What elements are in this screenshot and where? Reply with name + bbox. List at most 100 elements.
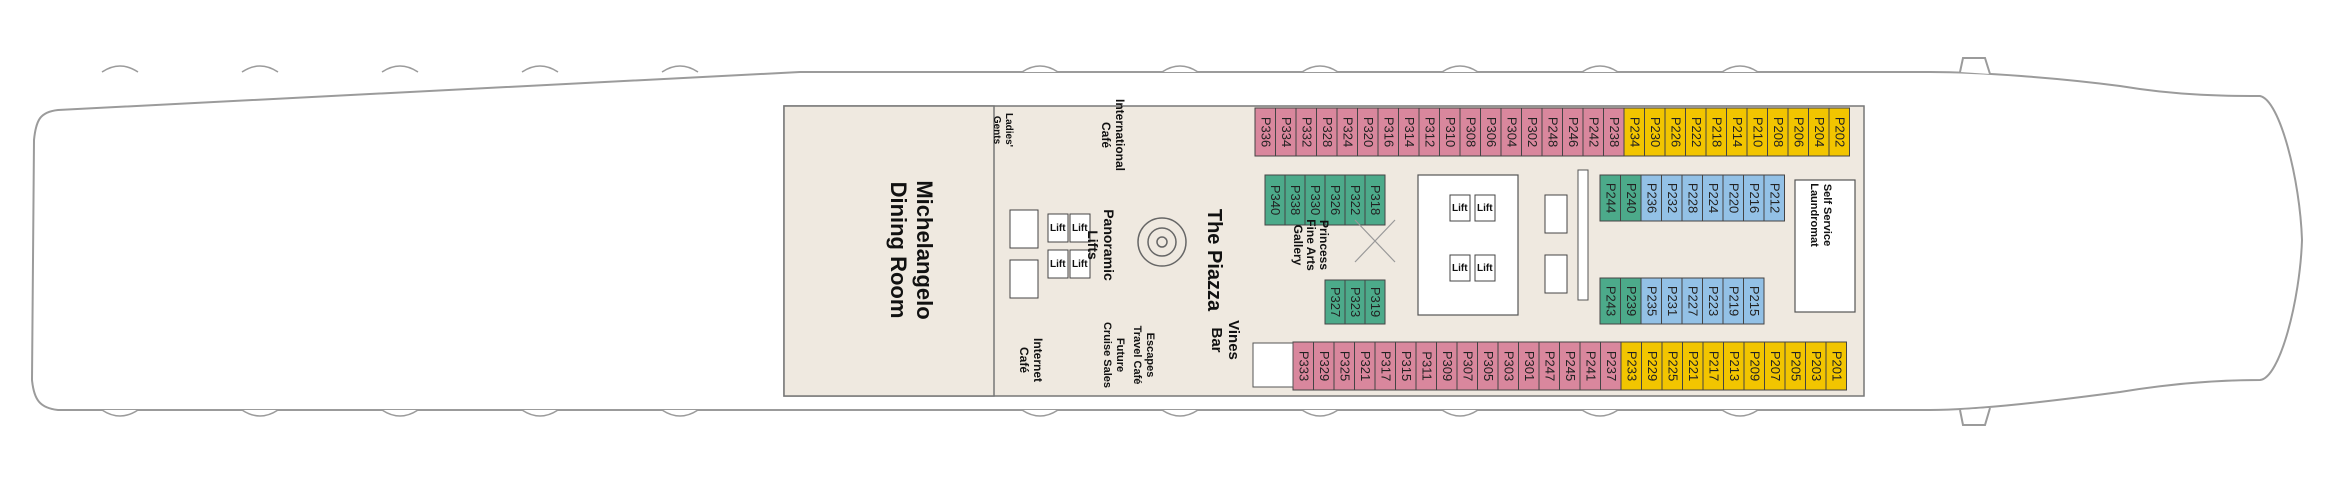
cabin-label: P233 xyxy=(1624,351,1639,381)
piazza-label: The Piazza xyxy=(1203,209,1225,312)
laundromat-block xyxy=(1794,179,1856,313)
bow-bump-top xyxy=(1959,57,1991,75)
cabin-label: P240 xyxy=(1624,183,1639,213)
hull-bump xyxy=(1721,409,1759,417)
hull-bump xyxy=(381,409,419,417)
hull-bump xyxy=(661,409,699,417)
hull-bump xyxy=(1161,409,1199,417)
dining-room-label-1: Michelangelo xyxy=(912,180,937,319)
cabin-label: P301 xyxy=(1522,351,1537,381)
cabin-label: P232 xyxy=(1665,183,1680,213)
stairs xyxy=(1009,194,1568,299)
cabin-label: P228 xyxy=(1685,183,1700,213)
cabin-label: P327 xyxy=(1328,287,1343,317)
gents-label: Gents xyxy=(991,116,1002,145)
cabin-label: P314 xyxy=(1402,117,1417,147)
cabin-label: P332 xyxy=(1299,117,1314,147)
hull-bump xyxy=(241,65,279,73)
hull-bump xyxy=(1441,409,1479,417)
cabin-label: P321 xyxy=(1358,351,1373,381)
cabin-label: P236 xyxy=(1644,183,1659,213)
cabins-inner-bottom-aft: P327 P323 P319 xyxy=(1324,279,1386,325)
cabin-label: P307 xyxy=(1460,351,1475,381)
cabin-p318[interactable] xyxy=(1364,174,1386,226)
panoramic-lifts-label-1: Panoramic xyxy=(1101,209,1117,281)
cabin-label: P320 xyxy=(1361,117,1376,147)
lift-label: Lift xyxy=(1050,259,1066,270)
hull-bump xyxy=(1581,409,1619,417)
cabin-label: P231 xyxy=(1665,286,1680,316)
cabin-label: P315 xyxy=(1399,351,1414,381)
cabin-label: P244 xyxy=(1603,183,1618,213)
cabin-label: P318 xyxy=(1368,185,1383,215)
cabin-label: P234 xyxy=(1627,117,1642,147)
cabin-label: P222 xyxy=(1689,117,1704,147)
cabin-label: P303 xyxy=(1501,351,1516,381)
cabin-label: P206 xyxy=(1791,117,1806,147)
cabin-label: P238 xyxy=(1607,117,1622,147)
vines-bar-label-2: Bar xyxy=(1208,327,1225,352)
cabin-label: P325 xyxy=(1337,351,1352,381)
cabin-label: P308 xyxy=(1463,117,1478,147)
hull-bump xyxy=(1301,409,1339,417)
cabin-label: P330 xyxy=(1308,185,1323,215)
cabin-p201[interactable] xyxy=(1825,341,1847,391)
cabin-label: P239 xyxy=(1624,286,1639,316)
hull-bump xyxy=(241,409,279,417)
cabin-label: P319 xyxy=(1368,287,1383,317)
hull-bump xyxy=(661,65,699,73)
cabin-label: P247 xyxy=(1542,351,1557,381)
cabin-label: P328 xyxy=(1320,117,1335,147)
cabin-label: P312 xyxy=(1422,117,1437,147)
cabin-label: P235 xyxy=(1644,286,1659,316)
cabin-label: P340 xyxy=(1268,185,1283,215)
lift-group-mid xyxy=(1449,194,1496,282)
cabin-label: P311 xyxy=(1419,351,1434,380)
gallery-label-2: Fine Arts xyxy=(1304,219,1318,271)
hull-bump xyxy=(521,409,559,417)
cabin-label: P223 xyxy=(1706,286,1721,316)
dining-room-label-2: Dining Room xyxy=(886,182,911,319)
cabin-label: P207 xyxy=(1768,351,1783,381)
cabin-label: P208 xyxy=(1771,117,1786,147)
cabin-label: P210 xyxy=(1750,117,1765,147)
cabin-label: P306 xyxy=(1484,117,1499,147)
hull-bump xyxy=(1301,65,1339,73)
cabin-label: P322 xyxy=(1348,185,1363,215)
ladies-label: Ladies' xyxy=(1003,113,1014,147)
cabin-label: P245 xyxy=(1563,351,1578,381)
cabin-label: P221 xyxy=(1686,351,1701,381)
service-column xyxy=(1577,169,1589,301)
gallery-label-3: Gallery xyxy=(1291,225,1305,266)
hull-bump xyxy=(1021,65,1059,73)
lift-group-aft xyxy=(1047,213,1091,279)
cabin-label: P227 xyxy=(1685,286,1700,316)
hull-bump xyxy=(101,409,139,417)
cabin-label: P229 xyxy=(1645,351,1660,381)
laundromat-label-2: Laundromat xyxy=(1808,183,1820,247)
hull-bump xyxy=(381,65,419,73)
cabin-label: P329 xyxy=(1317,351,1332,381)
escapes-label-1: Escapes xyxy=(1144,333,1156,378)
cabin-label: P338 xyxy=(1288,185,1303,215)
cabin-p202[interactable] xyxy=(1828,107,1850,157)
lift-label: Lift xyxy=(1050,223,1066,234)
cabin-label: P202 xyxy=(1832,117,1847,147)
cabin-p212[interactable] xyxy=(1763,174,1785,222)
cabin-label: P241 xyxy=(1583,351,1598,381)
cabin-label: P304 xyxy=(1504,117,1519,147)
lift-label: Lift xyxy=(1452,203,1468,214)
cabin-label: P224 xyxy=(1706,183,1721,213)
internet-cafe-label-1: Internet xyxy=(1031,338,1045,382)
lift-label: Lift xyxy=(1477,263,1493,274)
cabin-label: P323 xyxy=(1348,287,1363,317)
cabin-label: P302 xyxy=(1525,117,1540,147)
cabin-p319[interactable] xyxy=(1364,279,1386,325)
cabin-p215[interactable] xyxy=(1743,277,1765,325)
cabin-label: P316 xyxy=(1381,117,1396,147)
